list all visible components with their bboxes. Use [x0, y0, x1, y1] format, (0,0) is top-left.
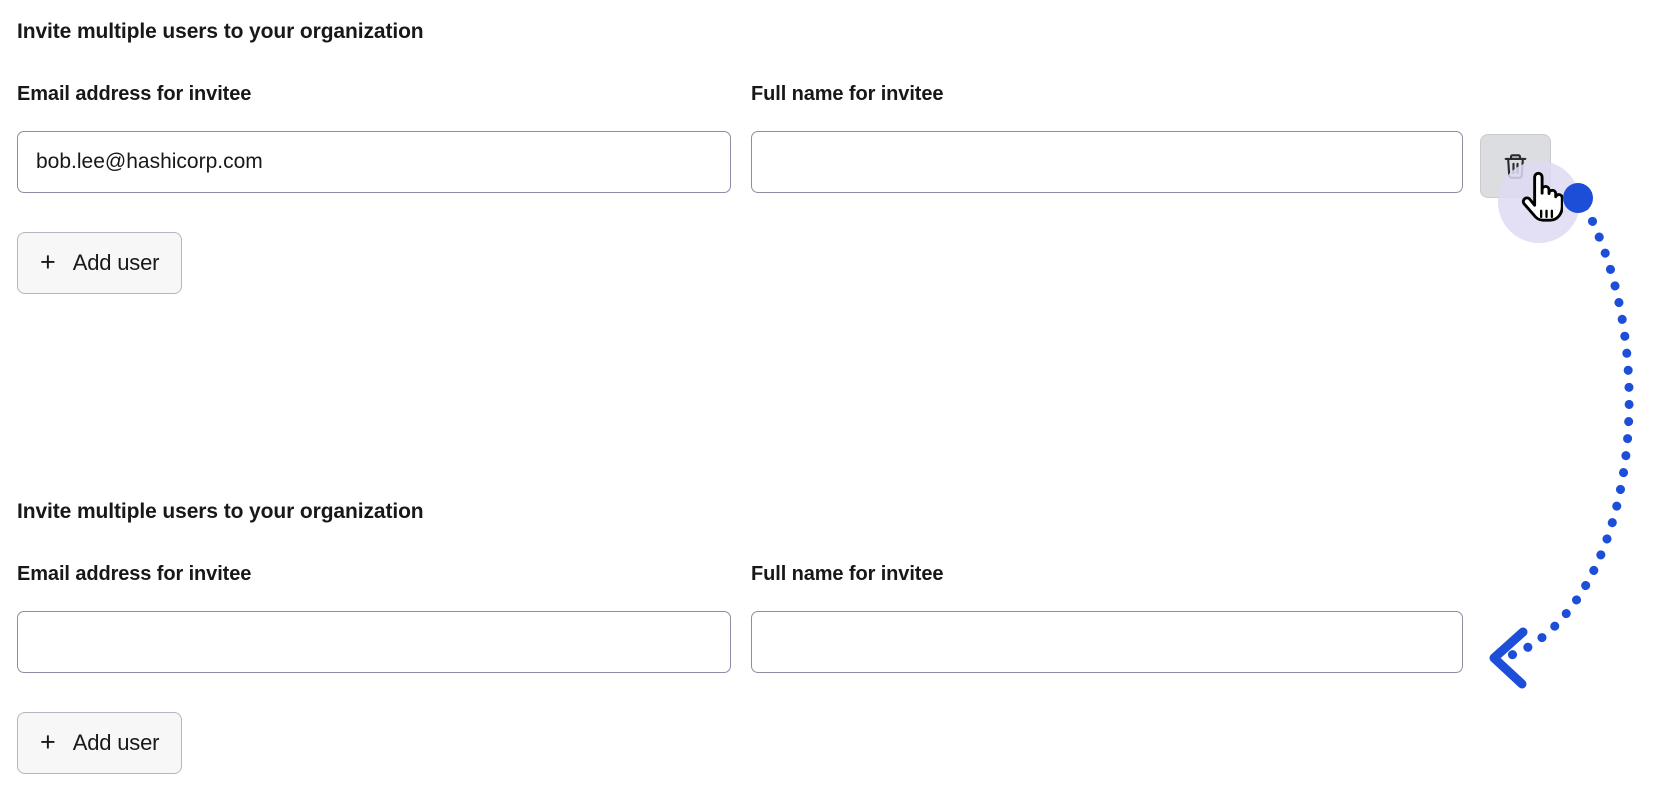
- add-user-button-label-2: Add user: [72, 730, 160, 755]
- fullname-field-label-2: Full name for invitee: [751, 563, 944, 585]
- fullname-input[interactable]: [751, 131, 1463, 193]
- arrow-path: [1500, 201, 1634, 662]
- plus-icon-2: +: [40, 726, 56, 757]
- email-field-label-2: Email address for invitee: [17, 563, 252, 585]
- fullname-input-2[interactable]: [751, 611, 1463, 673]
- email-input-2[interactable]: [17, 611, 731, 673]
- email-field-label: Email address for invitee: [17, 83, 252, 105]
- delete-row-button[interactable]: [1480, 134, 1551, 198]
- page-title-2: Invite multiple users to your organizati…: [17, 500, 424, 523]
- add-user-button[interactable]: + Add user: [17, 232, 183, 294]
- arrow-head: [1489, 627, 1528, 689]
- add-user-button-2[interactable]: + Add user: [17, 712, 183, 774]
- fullname-field-label: Full name for invitee: [751, 83, 944, 105]
- trash-icon: [1502, 152, 1529, 181]
- page-title: Invite multiple users to your organizati…: [17, 20, 424, 43]
- arrow-start-dot: [1563, 183, 1593, 213]
- add-user-button-label: Add user: [72, 250, 160, 275]
- email-input[interactable]: [17, 131, 731, 193]
- plus-icon: +: [40, 246, 56, 277]
